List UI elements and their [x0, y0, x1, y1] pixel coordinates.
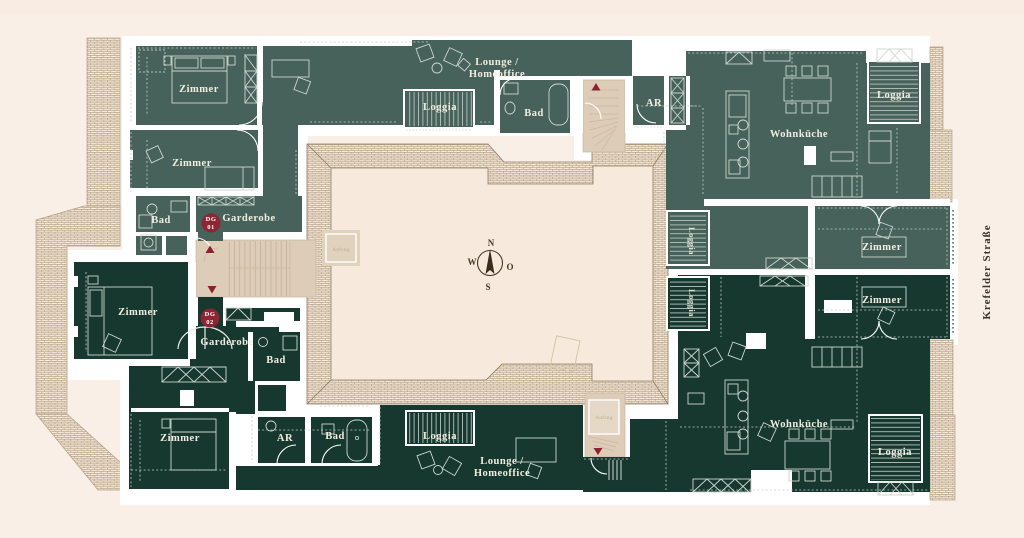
svg-text:Aufzug: Aufzug	[595, 416, 613, 421]
svg-text:S: S	[485, 282, 490, 292]
svg-text:Garderobe: Garderobe	[200, 337, 253, 348]
svg-text:Wohnküche: Wohnküche	[770, 419, 828, 430]
svg-text:Loggia: Loggia	[423, 102, 457, 113]
svg-text:Homeoffice: Homeoffice	[469, 69, 525, 80]
svg-text:N: N	[488, 238, 495, 248]
svg-text:Aufzug: Aufzug	[332, 248, 350, 253]
svg-text:Homeoffice: Homeoffice	[474, 468, 530, 479]
svg-text:Krefelder Straße: Krefelder Straße	[981, 224, 993, 319]
svg-text:Loggia: Loggia	[423, 431, 457, 442]
svg-text:Loggia: Loggia	[877, 90, 911, 101]
svg-text:Loggia: Loggia	[878, 447, 912, 458]
svg-text:Zimmer: Zimmer	[160, 433, 200, 444]
svg-text:Lounge /: Lounge /	[475, 57, 519, 68]
svg-text:Bad: Bad	[151, 215, 171, 226]
svg-text:DG: DG	[206, 216, 217, 223]
svg-text:AR: AR	[277, 433, 293, 444]
svg-text:Loggia: Loggia	[687, 289, 697, 317]
svg-text:Zimmer: Zimmer	[118, 307, 158, 318]
svg-text:Zimmer: Zimmer	[179, 84, 219, 95]
svg-text:02: 02	[206, 319, 214, 326]
svg-text:DG: DG	[205, 311, 216, 318]
svg-text:Bad: Bad	[524, 108, 544, 119]
svg-text:W: W	[468, 257, 477, 267]
svg-text:Bad: Bad	[325, 431, 345, 442]
svg-text:O: O	[506, 262, 513, 272]
svg-text:Zimmer: Zimmer	[862, 295, 902, 306]
svg-text:Lounge /: Lounge /	[480, 456, 524, 467]
svg-text:Loggia: Loggia	[687, 227, 697, 255]
svg-text:AR: AR	[646, 98, 662, 109]
svg-text:Bad: Bad	[266, 355, 286, 366]
svg-text:Zimmer: Zimmer	[862, 242, 902, 253]
svg-text:Garderobe: Garderobe	[222, 213, 275, 224]
svg-text:01: 01	[207, 224, 215, 231]
svg-text:Wohnküche: Wohnküche	[770, 129, 828, 140]
svg-text:Zimmer: Zimmer	[172, 158, 212, 169]
